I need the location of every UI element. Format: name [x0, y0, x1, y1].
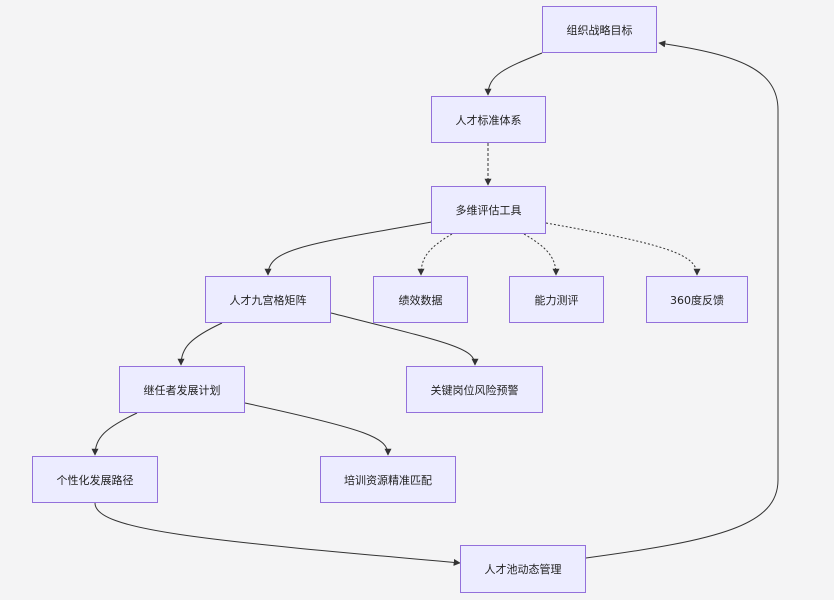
edge-n3-n7 — [545, 222, 701, 276]
edge-n3-n5 — [417, 233, 453, 276]
edge-n8-n10 — [91, 412, 138, 456]
edge-n4-n9 — [330, 312, 479, 366]
node-multi-assessment-tools[interactable]: 多维评估工具 — [431, 186, 546, 234]
node-key-position-risk[interactable]: 关键岗位风险预警 — [406, 366, 543, 413]
edge-n3-n4 — [264, 221, 433, 276]
node-training-match[interactable]: 培训资源精准匹配 — [320, 456, 456, 503]
node-competency-test[interactable]: 能力测评 — [509, 276, 604, 323]
node-talent-standard-system[interactable]: 人才标准体系 — [431, 96, 546, 143]
node-360-feedback[interactable]: 360度反馈 — [646, 276, 748, 323]
node-personal-path[interactable]: 个性化发展路径 — [32, 456, 158, 503]
node-successor-plan[interactable]: 继任者发展计划 — [119, 366, 245, 413]
edge-n4-n8 — [177, 322, 223, 366]
node-org-strategy-goal[interactable]: 组织战略目标 — [542, 6, 657, 53]
edge-n3-n6 — [523, 233, 560, 276]
edge-n8-n11 — [244, 402, 392, 456]
edge-n10-n12 — [94, 502, 461, 566]
node-performance-data[interactable]: 绩效数据 — [373, 276, 468, 323]
edge-n1-n2 — [484, 52, 543, 96]
edge-n12-n1 — [585, 40, 779, 559]
node-talent-pool-mgmt[interactable]: 人才池动态管理 — [460, 545, 586, 593]
node-talent-nine-box[interactable]: 人才九宫格矩阵 — [205, 276, 331, 323]
